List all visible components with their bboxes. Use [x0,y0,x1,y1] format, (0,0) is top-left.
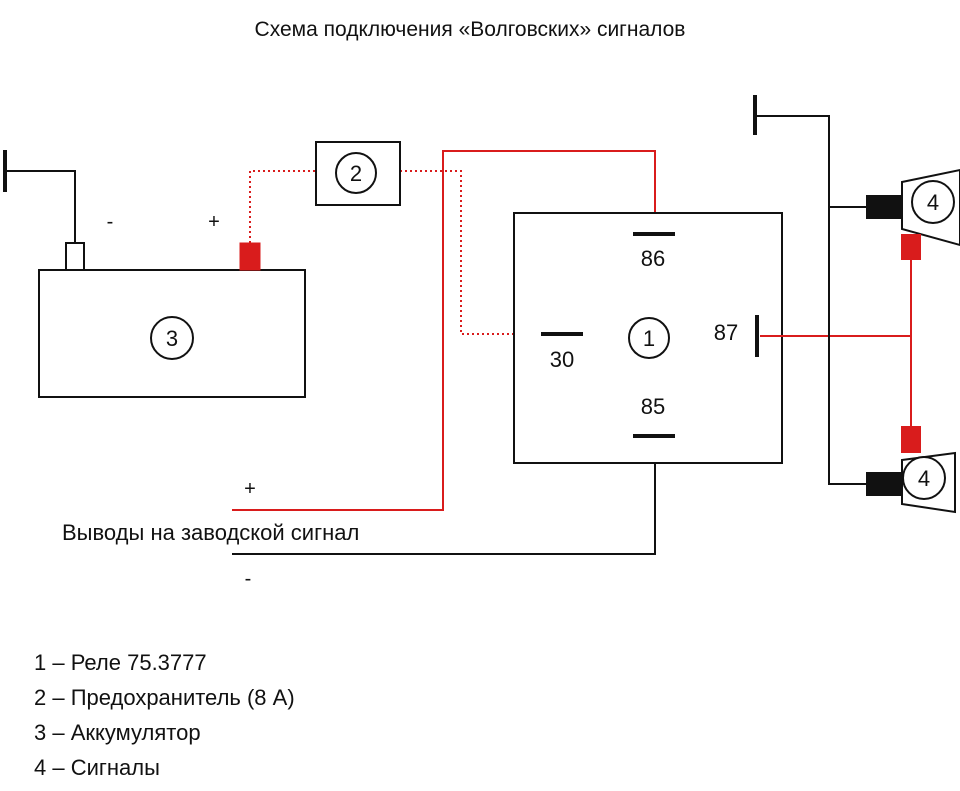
legend-item-fuse: 2 – Предохранитель (8 А) [34,685,295,710]
battery-ground-wire [3,150,76,244]
factory-output-label: Выводы на заводской сигнал [62,520,359,545]
wire-battery-to-fuse [249,170,316,243]
wire-fuse-to-pin30 [400,170,518,335]
relay: 86 30 87 85 1 [513,212,783,464]
horn-bottom: 4 [866,426,956,514]
relay-number: 1 [643,326,655,351]
horn-bottom-number-circle [902,456,946,500]
battery: - + 3 [38,211,306,398]
legend-item-horns: 4 – Сигналы [34,755,160,780]
fuse-number: 2 [350,161,362,186]
horn-top-positive-terminal [901,234,921,260]
battery-minus-label: - [107,211,114,233]
battery-negative-terminal [65,242,85,271]
horn-top-ground-terminal [866,195,902,219]
relay-pin86-label: 86 [641,246,665,271]
battery-number: 3 [166,326,178,351]
battery-number-circle [150,316,194,360]
factory-plus-label: + [244,478,256,500]
horn-bottom-number: 4 [918,466,930,491]
legend-item-battery: 3 – Аккумулятор [34,720,201,745]
diagram-title: Схема подключения «Волговских» сигналов [255,18,686,41]
horn-ground-wire [753,95,866,485]
relay-pin85-label: 85 [641,394,665,419]
battery-positive-terminal [239,242,261,271]
relay-pin87-label: 87 [714,320,738,345]
fuse: 2 [315,141,401,206]
fuse-number-circle [335,152,377,194]
wire-pin85-to-factory-minus [232,444,656,555]
relay-number-circle [628,317,670,359]
horn-bottom-positive-terminal [901,426,921,453]
legend-item-relay: 1 – Реле 75.3777 [34,650,207,675]
relay-pin30-label: 30 [550,347,574,372]
legend: 1 – Реле 75.3777 2 – Предохранитель (8 А… [34,645,295,785]
horn-bottom-ground-terminal [866,472,902,496]
horn-top: 4 [866,168,960,260]
battery-plus-label: + [208,211,220,233]
wire-pin87-to-horns [760,258,912,428]
wire-factory-plus-to-pin86 [232,150,656,511]
horn-top-number-circle [911,180,955,224]
factory-minus-label: - [245,568,252,590]
fused-wires [249,170,518,335]
horn-top-number: 4 [927,190,939,215]
